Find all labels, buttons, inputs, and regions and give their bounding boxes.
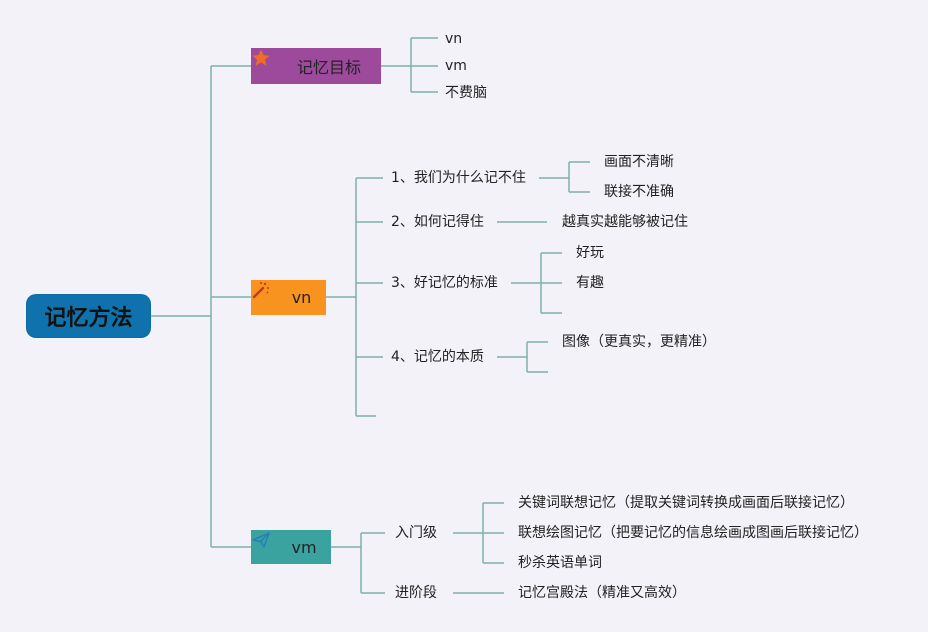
subtopic[interactable]: 1、我们为什么记不住 xyxy=(391,170,526,186)
branch-topic-memory-goal[interactable]: 记忆目标 xyxy=(251,48,381,84)
star-icon xyxy=(252,49,291,76)
leaf-topic[interactable]: 联接不准确 xyxy=(604,184,674,200)
leaf-topic[interactable]: 关键词联想记忆（提取关键词转换成画面后联接记忆） xyxy=(518,495,854,511)
branch-label: 记忆目标 xyxy=(296,58,361,77)
root-topic-label: 记忆方法 xyxy=(44,306,133,331)
branch-label: vm xyxy=(291,537,317,557)
leaf-topic[interactable]: 好玩 xyxy=(576,245,604,261)
subtopic[interactable]: 进阶段 xyxy=(395,585,437,601)
leaf-topic[interactable]: 记忆宫殿法（精准又高效） xyxy=(518,585,686,601)
branch-topic-vm[interactable]: vm xyxy=(251,530,331,564)
magic-wand-icon xyxy=(252,282,286,308)
leaf-topic[interactable]: 不费脑 xyxy=(445,85,487,101)
root-topic[interactable]: 记忆方法 xyxy=(26,294,151,338)
leaf-topic[interactable]: 联想绘图记忆（把要记忆的信息绘画成图画后联接记忆） xyxy=(518,525,868,541)
leaf-topic[interactable]: 有趣 xyxy=(576,275,604,291)
subtopic[interactable]: 2、如何记得住 xyxy=(391,214,484,230)
subtopic[interactable]: 4、记忆的本质 xyxy=(391,349,484,365)
branch-label: vn xyxy=(291,288,312,307)
leaf-topic[interactable]: 图像（更真实，更精准） xyxy=(562,334,716,350)
paper-plane-icon xyxy=(252,532,285,557)
leaf-topic[interactable]: 越真实越能够被记住 xyxy=(562,214,688,230)
branch-topic-vn[interactable]: vn xyxy=(251,280,326,315)
subtopic[interactable]: 入门级 xyxy=(395,525,437,541)
leaf-topic[interactable]: vn xyxy=(445,31,463,47)
leaf-topic[interactable]: vm xyxy=(445,58,467,74)
leaf-topic[interactable]: 秒杀英语单词 xyxy=(518,555,602,571)
leaf-topic[interactable]: 画面不清晰 xyxy=(604,154,674,170)
subtopic[interactable]: 3、好记忆的标准 xyxy=(391,275,498,291)
